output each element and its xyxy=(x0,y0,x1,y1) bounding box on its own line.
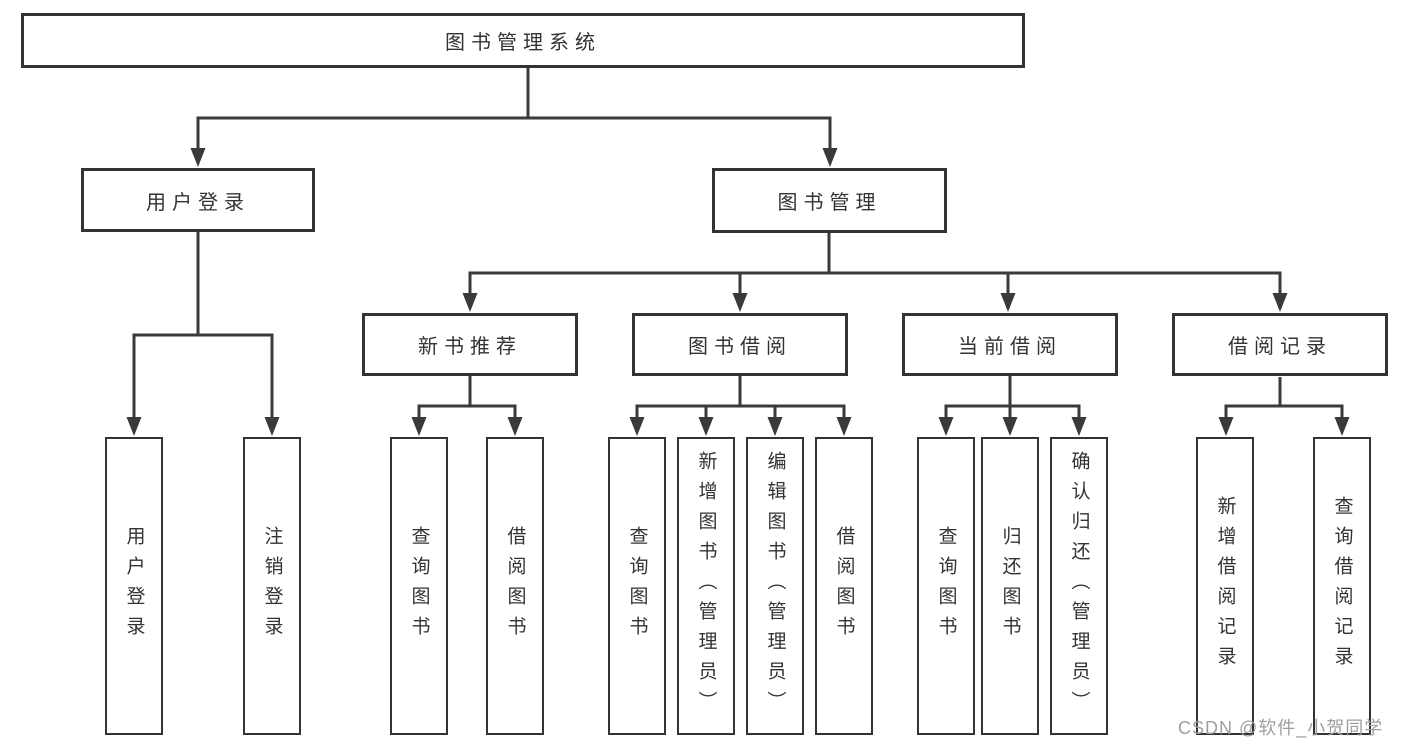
leaf-edit-book-admin: 编辑图书（管理员） xyxy=(746,437,804,735)
watermark: CSDN @软件_小贺同学 xyxy=(1178,718,1384,738)
node-current-borrow: 当前借阅 xyxy=(902,313,1118,376)
node-book-borrow: 图书借阅 xyxy=(632,313,848,376)
node-new-book-recommend: 新书推荐 xyxy=(362,313,578,376)
leaf-query-books-1: 查询图书 xyxy=(390,437,448,735)
leaf-user-login: 用户登录 xyxy=(105,437,163,735)
leaf-add-book-admin: 新增图书（管理员） xyxy=(677,437,735,735)
node-book-management: 图书管理 xyxy=(712,168,947,233)
leaf-query-books-2: 查询图书 xyxy=(608,437,666,735)
leaf-borrow-books-2: 借阅图书 xyxy=(815,437,873,735)
leaf-logout: 注销登录 xyxy=(243,437,301,735)
leaf-query-books-3: 查询图书 xyxy=(917,437,975,735)
node-borrow-records: 借阅记录 xyxy=(1172,313,1388,376)
leaf-borrow-books-1: 借阅图书 xyxy=(486,437,544,735)
leaf-confirm-return-admin: 确认归还（管理员） xyxy=(1050,437,1108,735)
leaf-add-borrow-record: 新增借阅记录 xyxy=(1196,437,1254,735)
leaf-return-book: 归还图书 xyxy=(981,437,1039,735)
node-root: 图书管理系统 xyxy=(21,13,1025,68)
node-user-login: 用户登录 xyxy=(81,168,315,232)
leaf-query-borrow-record: 查询借阅记录 xyxy=(1313,437,1371,735)
